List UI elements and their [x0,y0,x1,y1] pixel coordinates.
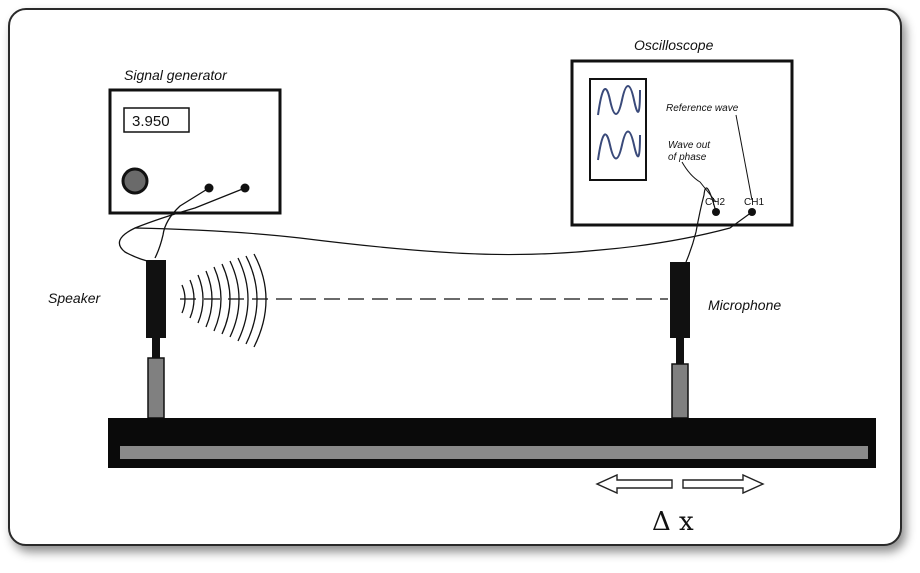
sound-waves-icon [181,253,267,348]
left-arrow-icon [595,473,673,495]
ch2-label: CH2 [705,197,725,208]
wave-out-pointer [681,161,717,203]
out-of-phase-wave-trace [597,130,641,161]
rail-slot [120,446,868,459]
microphone-stem [676,338,684,364]
rail-body [108,418,876,468]
microphone-body [670,262,690,338]
microphone-cable [685,187,717,263]
wave-out-label-line2: of phase [668,152,707,163]
displacement-arrows: Δ x [595,473,765,537]
generator-knob-icon [121,167,149,195]
oscilloscope-title: Oscilloscope [634,37,714,53]
right-arrow-icon [682,473,765,495]
speaker: Speaker [48,253,267,419]
speaker-post [147,357,165,419]
oscilloscope-screen [589,78,647,181]
ch1-label: CH1 [744,197,764,208]
generator-display [123,107,190,133]
reference-wave-trace [597,85,641,116]
speaker-body [146,260,166,338]
oscilloscope: Oscilloscope Reference wave Wave out of … [570,37,794,227]
microphone: Microphone [670,262,781,419]
signal-generator: Signal generator 3.950 [108,67,282,263]
rail [108,418,876,468]
reference-cable [134,211,753,256]
generator-cable-2 [118,187,246,263]
microphone-post [671,363,689,419]
delta-x-label: Δ x [652,507,694,537]
generator-cable-1 [154,187,210,259]
signal-generator-title: Signal generator [124,67,228,83]
speaker-label: Speaker [48,290,101,306]
reference-wave-pointer [735,114,753,201]
reference-wave-label: Reference wave [666,103,739,114]
microphone-label: Microphone [708,297,781,313]
speaker-stem [152,338,160,358]
wave-out-label-line1: Wave out [668,140,711,151]
generator-display-value: 3.950 [132,113,170,130]
